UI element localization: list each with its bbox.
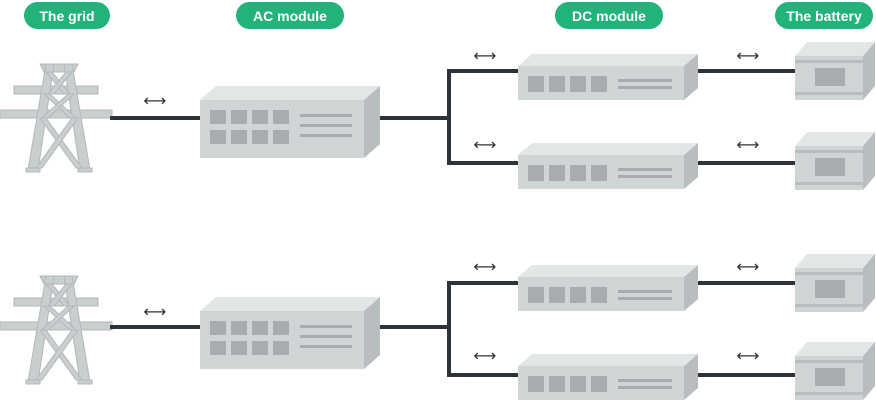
bidirectional-arrow-icon: ⟷ <box>474 346 497 365</box>
grid-tower-icon <box>0 275 113 385</box>
dc-module-icon <box>518 265 698 311</box>
header-grid: The grid <box>24 2 110 29</box>
battery-icon <box>795 342 875 400</box>
battery-icon <box>795 254 875 312</box>
bidirectional-arrow-icon: ⟷ <box>474 135 497 154</box>
bidirectional-arrow-icon: ⟷ <box>474 46 497 65</box>
dc-module-icon <box>518 143 698 189</box>
bidirectional-arrow-icon: ⟷ <box>474 257 497 276</box>
battery-icon <box>795 42 875 100</box>
header-ac-module: AC module <box>236 2 344 29</box>
dc-module-icon <box>518 54 698 100</box>
bidirectional-arrow-icon: ⟷ <box>737 135 760 154</box>
dc-module-icon <box>518 354 698 400</box>
bidirectional-arrow-icon: ⟷ <box>737 257 760 276</box>
header-dc-module: DC module <box>555 2 663 29</box>
system-2: ⟷ ⟷ ⟷ ⟷ ⟷ <box>0 254 875 400</box>
bidirectional-arrow-icon: ⟷ <box>144 302 167 321</box>
system-1: ⟷ ⟷ ⟷ ⟷ ⟷ <box>0 42 875 190</box>
grid-tower-icon <box>0 63 113 173</box>
header-battery: The battery <box>775 2 873 29</box>
bidirectional-arrow-icon: ⟷ <box>144 91 167 110</box>
bidirectional-arrow-icon: ⟷ <box>737 346 760 365</box>
cable-lines <box>110 69 796 165</box>
battery-icon <box>795 132 875 190</box>
ac-module-icon <box>200 86 380 158</box>
cable-lines <box>110 281 796 377</box>
ac-module-icon <box>200 297 380 369</box>
bidirectional-arrow-icon: ⟷ <box>737 46 760 65</box>
